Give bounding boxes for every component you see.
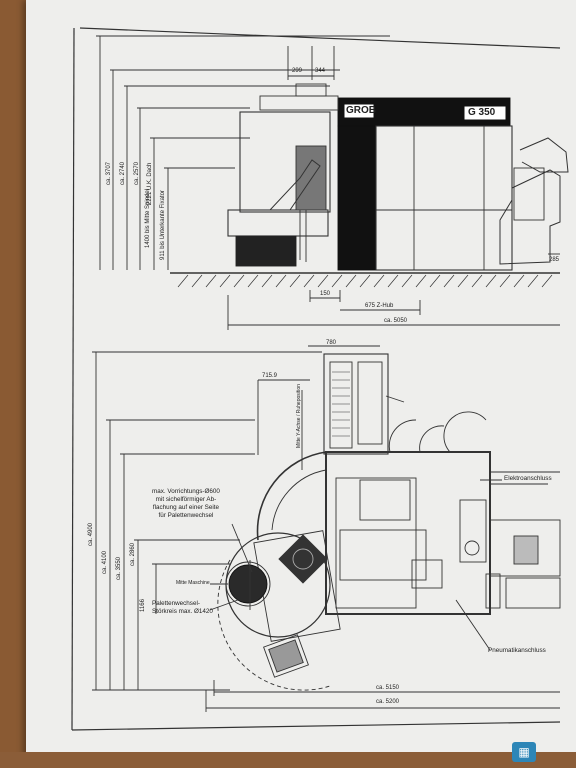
model-label: G 350: [468, 107, 496, 118]
fixture-annotation: max. Vorrichtungs-Ø600 mit sichelförmige…: [152, 488, 220, 519]
plan-dim-2860: ca. 2860: [130, 542, 136, 566]
side-dim-fixator: 911 bis Unterkante Fixator: [160, 190, 166, 260]
electrical-connection-label: Elektroanschluss: [504, 475, 552, 482]
wooden-table-edge: [0, 752, 576, 768]
plan-dim-5200: ca. 5200: [376, 699, 400, 705]
side-dim-150: 150: [320, 291, 331, 297]
plan-spindle-note: Mitte Y-Achse / Ruheposition: [296, 384, 302, 448]
plan-dim-1166: 1166: [140, 599, 146, 612]
side-dim-top-b: 344: [315, 68, 326, 74]
side-dim-2570: ca. 2570: [134, 161, 140, 185]
plan-dim-715: 715.9: [262, 373, 278, 379]
plan-dim-5150: ca. 5150: [376, 685, 400, 691]
brand-logo: GROB: [346, 105, 376, 116]
side-dim-total-length: ca. 5050: [384, 318, 408, 324]
side-dim-top-a: 299: [292, 68, 303, 74]
brand-logo-box: [343, 103, 375, 119]
plan-dim-3550: ca. 3550: [116, 556, 122, 580]
side-dim-2740: ca. 2740: [120, 161, 126, 185]
side-view: [96, 35, 569, 330]
plan-view: [92, 345, 561, 712]
plan-dim-780: 780: [326, 340, 337, 346]
side-dim-right: 285: [549, 257, 560, 263]
machine-center-annotation: Mitte Maschine: [176, 580, 210, 586]
scan-icon[interactable]: ▦: [512, 742, 536, 762]
pallet-circle-annotation: Palettenwechsel- Störkreis max. Ø1420: [152, 600, 213, 615]
side-dim-spindle: 1400 bis Mitte Spindel: [145, 188, 151, 248]
pneumatic-connection-label: Pneumatikanschluss: [488, 647, 546, 654]
plan-dim-4100: ca. 4100: [102, 550, 108, 574]
side-dim-total-height: ca. 3707: [106, 161, 112, 185]
side-dim-z-hub: 675 Z-Hub: [365, 303, 394, 309]
model-label-box: [463, 105, 507, 121]
plan-dim-4900: ca. 4900: [88, 522, 94, 546]
